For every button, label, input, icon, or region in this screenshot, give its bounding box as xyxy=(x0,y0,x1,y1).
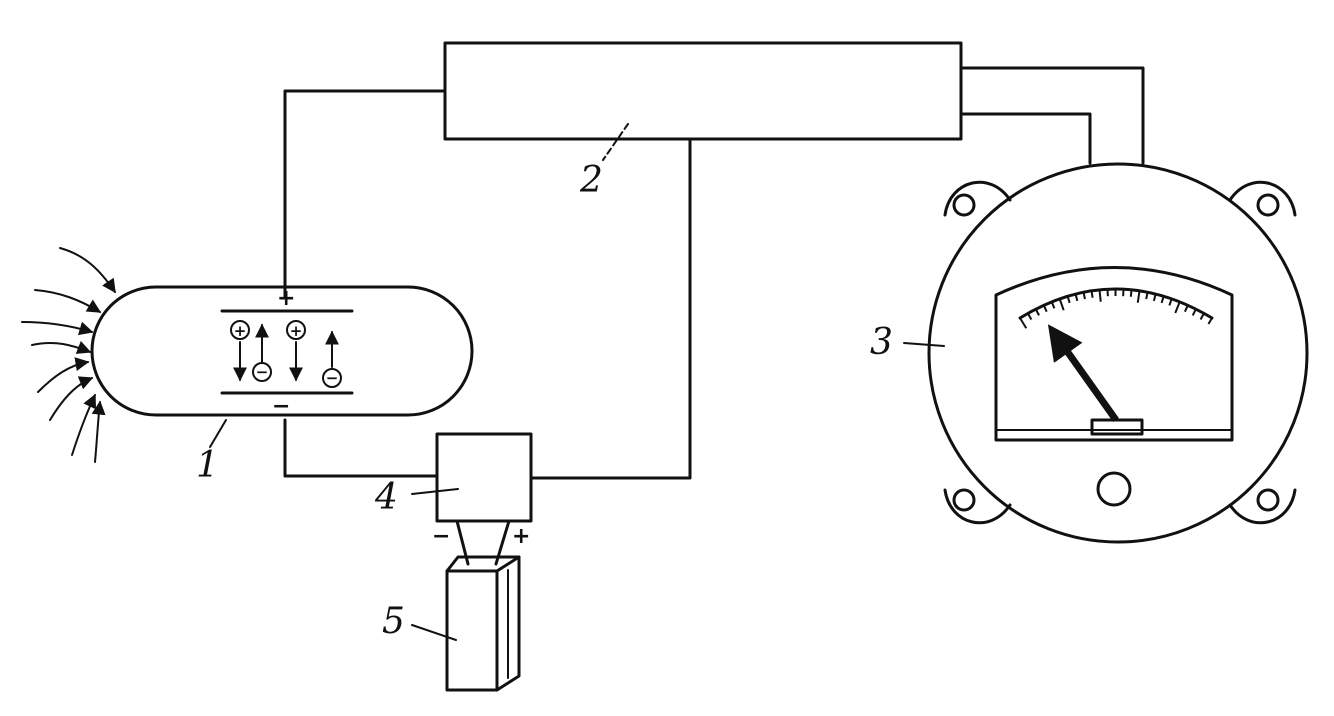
meter xyxy=(927,162,1309,544)
amplifier-leader xyxy=(602,123,629,161)
needle-pivot xyxy=(1090,418,1144,436)
svg-text:−: − xyxy=(256,363,269,381)
mount-hole xyxy=(952,193,976,217)
mount-hole xyxy=(1256,488,1280,512)
ionization-chamber: + − + − xyxy=(90,285,474,417)
battery xyxy=(445,519,521,692)
positive-ion: + xyxy=(230,320,250,382)
meter-tick xyxy=(1090,290,1094,298)
label-meter: 3 xyxy=(870,322,893,363)
meter-ticks xyxy=(1019,289,1213,329)
meter-tick xyxy=(1050,301,1056,309)
meter-tick xyxy=(1191,308,1197,316)
meter-tick xyxy=(1199,312,1205,320)
positive-ion: + xyxy=(286,320,306,382)
negative-ion: − xyxy=(252,323,272,382)
chamber-body xyxy=(90,285,474,417)
meter-tick xyxy=(1183,304,1189,313)
mount-hole xyxy=(1256,193,1280,217)
meter-tick xyxy=(1082,292,1086,300)
unit-leader xyxy=(411,488,459,495)
unit-block xyxy=(435,432,533,523)
meter-tick xyxy=(1168,298,1173,306)
label-unit: 4 xyxy=(375,477,398,518)
svg-text:+: + xyxy=(234,322,247,340)
meter-tick xyxy=(1058,298,1065,311)
battery-negative-sign: − xyxy=(432,524,451,549)
meter-leader xyxy=(903,342,945,347)
label-amplifier: 2 xyxy=(580,160,603,201)
battery-lead-positive xyxy=(494,519,511,566)
label-chamber: 1 xyxy=(196,445,219,486)
battery-lead-negative xyxy=(455,519,470,566)
radiation-rays xyxy=(21,247,116,463)
plate-top-sign: + xyxy=(277,286,296,311)
meter-window xyxy=(994,266,1234,442)
label-battery: 5 xyxy=(382,601,405,642)
meter-tick xyxy=(1066,295,1071,304)
meter-tick xyxy=(1136,290,1141,303)
zero-adjust-screw xyxy=(1096,471,1132,507)
meter-tick xyxy=(1129,289,1133,297)
meter-tick xyxy=(1207,317,1213,325)
meter-tick xyxy=(1152,293,1157,302)
meter-tick xyxy=(1145,292,1149,300)
meter-tick xyxy=(1019,317,1028,329)
amplifier-block xyxy=(443,41,963,141)
meter-tick xyxy=(1098,289,1102,302)
circuit-wires xyxy=(283,66,1145,480)
battery-positive-sign: + xyxy=(512,524,531,549)
svg-text:+: + xyxy=(290,322,303,340)
meter-tick xyxy=(1174,301,1181,314)
battery-leader xyxy=(411,624,457,641)
meter-tick xyxy=(1074,293,1079,302)
meter-tick xyxy=(1160,295,1165,304)
meter-tick xyxy=(1034,308,1040,316)
plate-bottom-sign: − xyxy=(272,394,291,419)
mount-hole xyxy=(952,488,976,512)
meter-tick xyxy=(1042,304,1048,313)
meter-tick xyxy=(1027,312,1033,320)
chamber-leader xyxy=(209,419,227,448)
negative-ion: − xyxy=(322,330,342,388)
svg-text:−: − xyxy=(326,369,339,387)
meter-needle xyxy=(1047,324,1119,423)
